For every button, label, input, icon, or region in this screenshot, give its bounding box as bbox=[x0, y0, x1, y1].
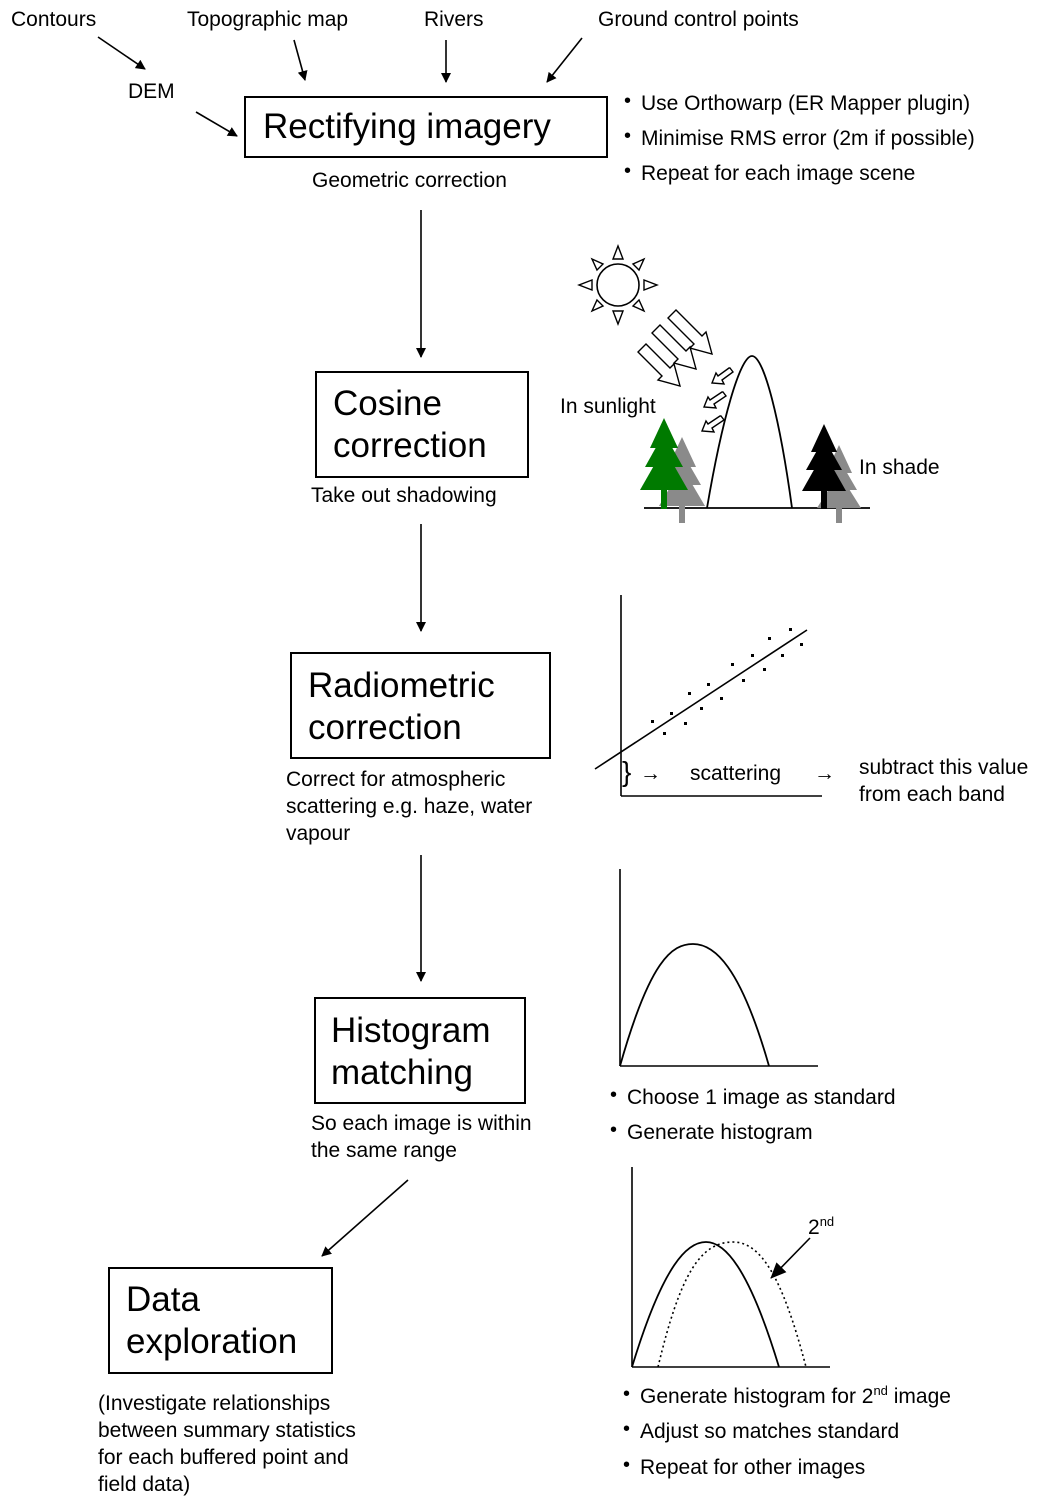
arrow-topo-to-rectify bbox=[293, 39, 308, 81]
bullet-item: Minimise RMS error (2m if possible) bbox=[624, 123, 975, 152]
scatter-arrow: → bbox=[814, 762, 835, 785]
step-title-line: Radiometric bbox=[308, 666, 495, 705]
step-caption-line: (Investigate relationships bbox=[98, 1392, 331, 1415]
arrow-histogram-to-data bbox=[321, 1179, 409, 1257]
bullet-item: Generate histogram bbox=[610, 1117, 813, 1146]
step-caption-line: vapour bbox=[286, 822, 351, 845]
histogram-comparison bbox=[631, 1167, 830, 1368]
sunlight-ray-arrow-icon bbox=[637, 309, 734, 433]
scatter-brace: } bbox=[622, 756, 632, 787]
arrow-second-image bbox=[770, 1237, 811, 1279]
bullet-item: Repeat for other images bbox=[623, 1452, 865, 1481]
label-second-sup: nd bbox=[819, 1214, 835, 1229]
step-caption-line: scattering e.g. haze, water bbox=[286, 795, 533, 818]
bullet-text: image bbox=[887, 1385, 951, 1408]
bullet-item: Adjust so matches standard bbox=[623, 1416, 899, 1445]
step-caption-line: field data) bbox=[98, 1473, 191, 1496]
hill-icon bbox=[706, 355, 793, 509]
label-in-sunlight: In sunlight bbox=[560, 395, 656, 418]
step-caption: Geometric correction bbox=[312, 169, 507, 192]
scatter-points bbox=[651, 628, 803, 735]
bullet-item: Use Orthowarp (ER Mapper plugin) bbox=[624, 88, 970, 117]
step-cosine-correction-box: Cosine correction bbox=[315, 371, 529, 478]
step-rectifying-imagery-box: Rectifying imagery bbox=[244, 96, 608, 158]
label-subtract-line: subtract this value bbox=[859, 756, 1029, 779]
input-ground-control-points: Ground control points bbox=[598, 8, 799, 31]
input-dem: DEM bbox=[128, 80, 175, 103]
step-title-line: correction bbox=[308, 708, 462, 747]
step-title-line: matching bbox=[331, 1053, 474, 1092]
step-title-line: Cosine bbox=[333, 384, 442, 423]
label-in-shade: In shade bbox=[859, 456, 940, 479]
bullet-sup: nd bbox=[873, 1383, 888, 1398]
step-caption-line: for each buffered point and bbox=[98, 1446, 349, 1469]
bullet-item: Repeat for each image scene bbox=[624, 158, 915, 187]
scatter-arrow: → bbox=[640, 762, 661, 785]
label-subtract-line: from each band bbox=[859, 783, 1005, 806]
step-title-line: Data bbox=[126, 1280, 200, 1319]
step-histogram-matching-box: Histogram matching bbox=[314, 997, 526, 1104]
scatter-plot bbox=[594, 595, 822, 797]
regression-line bbox=[594, 629, 808, 770]
histogram-standard bbox=[619, 869, 818, 1067]
bullet-item: Choose 1 image as standard bbox=[610, 1082, 895, 1111]
step-caption-line: between summary statistics bbox=[98, 1419, 356, 1442]
step-caption: Take out shadowing bbox=[311, 484, 497, 507]
step-caption-line: Correct for atmospheric bbox=[286, 768, 506, 791]
bullet-text: Generate histogram for 2 bbox=[640, 1385, 874, 1408]
arrow-gcp-to-rectify bbox=[546, 37, 583, 83]
step-title-line: correction bbox=[333, 426, 487, 465]
label-second-base: 2 bbox=[808, 1216, 820, 1239]
step-title-line: exploration bbox=[126, 1322, 298, 1361]
step-caption-line: the same range bbox=[311, 1139, 457, 1162]
step-data-exploration-box: Data exploration bbox=[108, 1267, 333, 1374]
arrow-contours-to-dem bbox=[97, 36, 146, 70]
input-topographic-map: Topographic map bbox=[187, 8, 349, 31]
bullet-item: Generate histogram for 2nd image bbox=[623, 1381, 951, 1410]
arrow-dem-to-rectify bbox=[195, 111, 238, 137]
input-contours: Contours bbox=[11, 8, 97, 31]
label-second: 2nd bbox=[808, 1214, 834, 1241]
step-title-line: Histogram bbox=[331, 1011, 491, 1050]
sun-icon bbox=[577, 244, 659, 326]
step-title: Rectifying imagery bbox=[263, 107, 551, 146]
step-caption-line: So each image is within bbox=[311, 1112, 532, 1135]
step-radiometric-correction-box: Radiometric correction bbox=[290, 652, 551, 759]
tree-icon bbox=[640, 418, 861, 523]
label-scattering: scattering bbox=[690, 762, 782, 785]
input-rivers: Rivers bbox=[424, 8, 484, 31]
